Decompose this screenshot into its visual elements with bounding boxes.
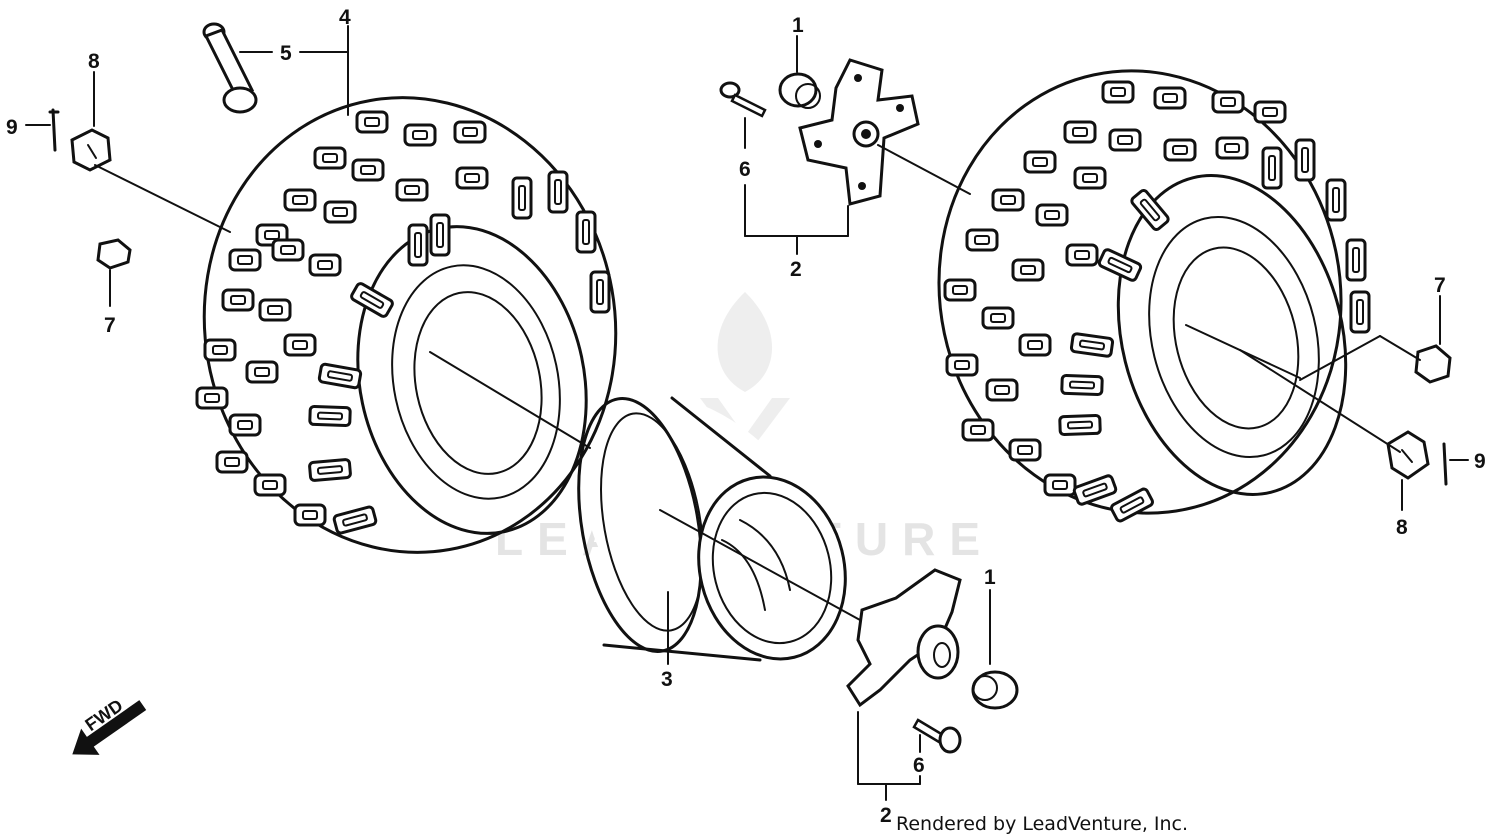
right-tire	[937, 69, 1371, 524]
callout-1-bottom: 1	[984, 566, 996, 589]
callout-2-top: 2	[790, 258, 802, 281]
hub-bottom	[846, 568, 962, 708]
bolt-top	[719, 81, 767, 118]
callout-4: 4	[339, 6, 351, 29]
leadventure-logo-icon	[700, 292, 790, 458]
rim	[577, 396, 853, 662]
callout-7-left: 7	[104, 314, 116, 337]
callout-7-right: 7	[1434, 274, 1446, 297]
leader-lines	[25, 25, 1469, 801]
bearing-bottom	[971, 670, 1019, 710]
nut-left	[70, 128, 112, 172]
cotter-pin-right	[1442, 442, 1448, 486]
bolt-bottom	[912, 718, 962, 754]
callout-8-right: 8	[1396, 516, 1408, 539]
callout-6-bottom: 6	[913, 754, 925, 777]
cotter-pin-left	[48, 108, 60, 152]
callout-1-top: 1	[792, 14, 804, 37]
cap-nut-right	[1414, 344, 1452, 384]
fwd-arrow-icon: FWD	[72, 695, 147, 755]
callouts: 4 5 8 9 7 1 6 2 7 9 8 3 1 6 2	[6, 6, 1486, 827]
callout-6-top: 6	[739, 158, 751, 181]
callout-9-left: 9	[6, 116, 18, 139]
nut-right	[1386, 430, 1430, 480]
callout-8-left: 8	[88, 50, 100, 73]
valve-stem	[202, 22, 258, 114]
bearing-top	[778, 72, 821, 109]
callout-5: 5	[280, 42, 292, 65]
credit-text: Rendered by LeadVenture, Inc.	[896, 813, 1188, 835]
callout-2-bottom: 2	[880, 804, 892, 827]
callout-9-right: 9	[1474, 450, 1486, 473]
hub-top	[798, 58, 920, 206]
callout-3: 3	[661, 668, 673, 691]
left-tire	[195, 96, 618, 554]
cap-nut-left	[96, 238, 132, 270]
